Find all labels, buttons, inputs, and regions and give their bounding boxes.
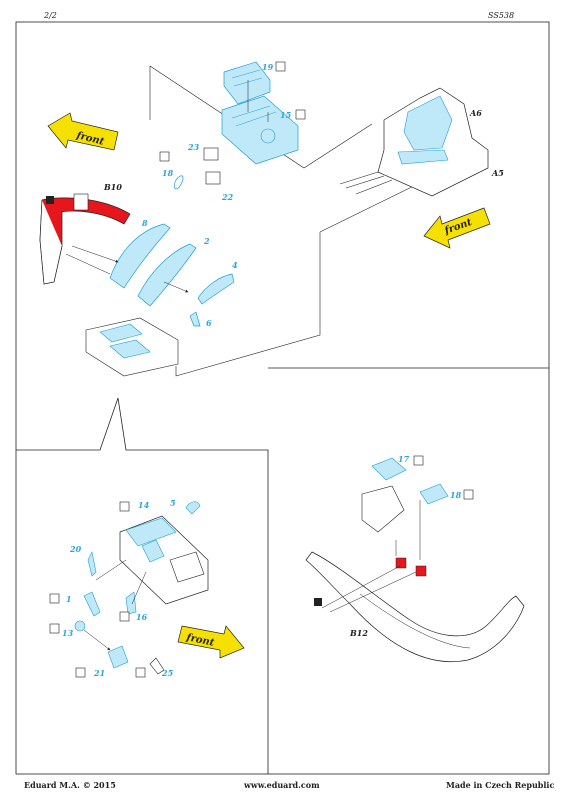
- red-part-1: [395, 557, 407, 569]
- label-25: 25: [161, 668, 174, 678]
- label-1: 1: [66, 594, 72, 604]
- part-25: [149, 657, 165, 675]
- label-14: 14: [138, 500, 150, 510]
- label-23: 23: [187, 142, 200, 152]
- front-arrow-top-left: front: [47, 112, 119, 151]
- front-arrow-bottom: front: [177, 625, 245, 659]
- part-21-etch: [107, 645, 129, 669]
- step-marker-2: [314, 598, 322, 606]
- part-18-etch-right: [419, 483, 449, 505]
- label-18: 18: [162, 168, 174, 178]
- footer-origin: Made in Czech Republic: [446, 780, 555, 790]
- front-arrow-right: front: [423, 207, 491, 249]
- label-17: 17: [398, 454, 410, 464]
- callout-lower: [175, 179, 427, 377]
- fuselage-b12: [305, 485, 525, 663]
- part-1-etch: [83, 591, 101, 617]
- part-8-etch: [109, 223, 171, 289]
- label-5: 5: [170, 498, 176, 508]
- panel-divider-left: [16, 397, 269, 774]
- part-16-etch: [125, 591, 137, 615]
- label-20: 20: [69, 544, 82, 554]
- label-8: 8: [142, 218, 148, 228]
- product-code: SS538: [488, 11, 515, 20]
- red-part-2: [415, 565, 427, 577]
- label-2: 2: [203, 236, 210, 246]
- part-15-etch: [221, 95, 299, 165]
- cockpit-floor: [85, 317, 179, 377]
- label-18-right: 18: [450, 490, 462, 500]
- part-13-etch: [74, 620, 86, 632]
- label-a6: A6: [469, 108, 482, 118]
- part-5-etch: [185, 501, 201, 515]
- label-a5: A5: [491, 168, 504, 178]
- label-15: 15: [280, 110, 292, 120]
- frame-b10: [39, 193, 131, 285]
- label-b12: B12: [349, 628, 368, 638]
- page-frame: [15, 21, 550, 775]
- footer-website[interactable]: www.eduard.com: [244, 780, 320, 790]
- label-4: 4: [232, 260, 238, 270]
- label-21: 21: [93, 668, 105, 678]
- callout-upper: [149, 65, 373, 169]
- cockpit-seat-assembly: [339, 87, 489, 197]
- part-4-etch: [197, 273, 235, 305]
- part-6-etch: [189, 311, 201, 327]
- part-18: [174, 175, 184, 190]
- page-number: 2/2: [44, 11, 57, 20]
- label-b10: B10: [103, 182, 122, 192]
- step-marker-1: [46, 196, 54, 204]
- part-17-etch: [371, 457, 407, 481]
- label-13: 13: [62, 628, 74, 638]
- part-2-etch: [137, 243, 197, 307]
- footer-copyright: Eduard M.A. © 2015: [24, 780, 116, 790]
- label-16: 16: [136, 612, 148, 622]
- part-20-etch: [87, 551, 97, 577]
- console-assembly: [119, 515, 209, 605]
- label-19: 19: [262, 62, 274, 72]
- part-22: [205, 171, 221, 185]
- check-boxes: [49, 61, 474, 678]
- label-6: 6: [206, 318, 212, 328]
- part-23: [203, 147, 219, 161]
- label-22: 22: [221, 192, 234, 202]
